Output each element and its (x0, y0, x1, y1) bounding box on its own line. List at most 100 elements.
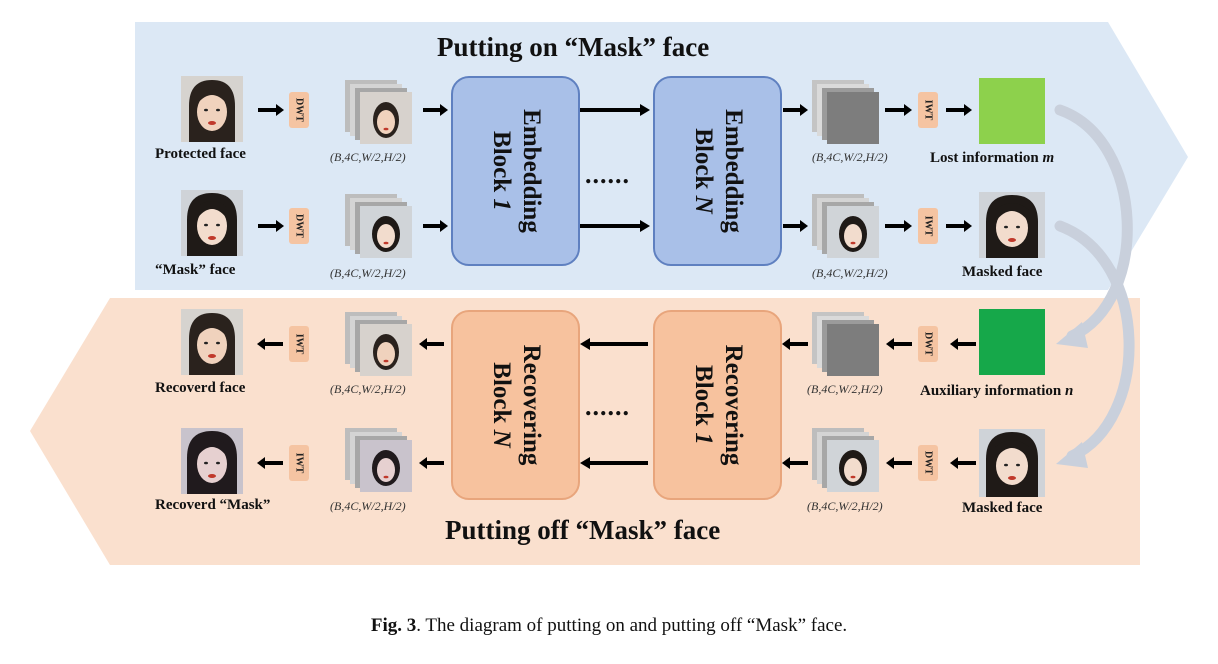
figure-caption: Fig. 3. The diagram of putting on and pu… (0, 615, 1218, 637)
curve-arrow-lost-to-aux (1054, 104, 1133, 342)
recovered-mask-image (181, 428, 243, 494)
embedding-block-1: Embedding Block 1 (451, 76, 580, 266)
arrowhead-bottom-9 (419, 457, 427, 469)
iwt-tag-label: IWT (293, 452, 305, 474)
curve-arrow-masked-to-masked (1054, 220, 1135, 462)
shape-label-top-1: (B,4C,W/2,H/2) (330, 150, 406, 164)
masked-feature-stack-bottom (812, 428, 879, 492)
arrowhead-top-1 (276, 104, 284, 116)
dwt-tag-top-2: DWT (289, 208, 309, 244)
recovered-feature-stack-1 (345, 312, 412, 376)
arrowhead-top-5 (964, 104, 972, 116)
curve-arrowhead-lower (1056, 442, 1088, 468)
lost-information-label: Lost information m (930, 150, 1054, 167)
recovering-block-1-text: Recovering Block 1 (688, 345, 748, 466)
recovering-block-1-line1: Recovering (719, 344, 747, 466)
ellipsis-bottom: ...... (585, 392, 630, 421)
lost-information-text: Lost information (930, 150, 1043, 166)
arrowhead-top-mid-2 (640, 220, 650, 232)
iwt-tag-bottom-1: IWT (289, 326, 309, 362)
shape-label-bottom-4: (B,4C,W/2,H/2) (330, 499, 406, 513)
recovering-block-n: Recovering Block N (451, 310, 580, 500)
masked-face-label-bottom: Masked face (962, 500, 1043, 516)
recovering-block-n-word: Block (487, 362, 515, 430)
auxiliary-information-square (979, 309, 1045, 375)
lost-information-square (979, 78, 1045, 144)
arrowhead-top-10 (964, 220, 972, 232)
dwt-tag-label: DWT (922, 451, 934, 475)
dwt-tag-top-1: DWT (289, 92, 309, 128)
mask-face-label: “Mask” face (155, 262, 236, 278)
dwt-tag-bottom-1: DWT (918, 326, 938, 362)
mask-face-image (181, 190, 243, 256)
embedding-block-n: Embedding Block N (653, 76, 782, 266)
auxiliary-information-symbol: n (1065, 383, 1074, 399)
recovered-mask-label: Recoverd “Mask” (155, 497, 271, 513)
ellipsis-top: ...... (585, 160, 630, 189)
dwt-tag-label: DWT (922, 332, 934, 356)
shape-label-bottom-1: (B,4C,W/2,H/2) (807, 382, 883, 396)
protected-face-label: Protected face (155, 146, 246, 162)
arrowhead-bottom-7 (886, 457, 894, 469)
recovering-block-1-word: Block (689, 365, 717, 433)
shape-label-top-2: (B,4C,W/2,H/2) (330, 266, 406, 280)
arrowhead-bottom-1 (950, 338, 958, 350)
aux-feature-stack (812, 312, 879, 376)
masked-face-label-top: Masked face (962, 264, 1043, 280)
feature-stack-top-1 (345, 80, 412, 144)
recovering-block-n-index: N (487, 429, 515, 448)
arrowhead-bottom-8 (782, 457, 790, 469)
iwt-tag-bottom-2: IWT (289, 445, 309, 481)
arrowhead-top-9 (904, 220, 912, 232)
figure-caption-text: . The diagram of putting on and putting … (416, 615, 848, 636)
shape-label-top-3: (B,4C,W/2,H/2) (812, 150, 888, 164)
arrowhead-top-7 (440, 220, 448, 232)
arrowhead-top-mid-1 (640, 104, 650, 116)
iwt-tag-top-2: IWT (918, 208, 938, 244)
recovering-block-n-line1: Recovering (517, 344, 545, 466)
masked-face-image-top (979, 192, 1045, 258)
arrowhead-top-4 (904, 104, 912, 116)
arrowhead-bottom-2 (886, 338, 894, 350)
iwt-tag-label: IWT (293, 333, 305, 355)
arrowhead-bottom-mid-2 (580, 457, 590, 469)
arrowhead-bottom-10 (257, 457, 265, 469)
auxiliary-information-text: Auxiliary information (920, 383, 1065, 399)
shape-label-bottom-2: (B,4C,W/2,H/2) (807, 499, 883, 513)
arrowhead-bottom-4 (419, 338, 427, 350)
shape-label-bottom-3: (B,4C,W/2,H/2) (330, 382, 406, 396)
iwt-tag-top-1: IWT (918, 92, 938, 128)
auxiliary-information-label: Auxiliary information n (920, 383, 1073, 400)
recovering-block-n-text: Recovering Block N (486, 345, 546, 466)
lost-feature-stack (812, 80, 879, 144)
arrowhead-bottom-5 (257, 338, 265, 350)
arrowhead-top-6 (276, 220, 284, 232)
arrowhead-bottom-mid-1 (580, 338, 590, 350)
recovered-feature-stack-2 (345, 428, 412, 492)
arrowhead-bottom-6 (950, 457, 958, 469)
recovering-block-1-index: 1 (689, 432, 717, 445)
bottom-title: Putting off “Mask” face (445, 515, 721, 545)
curve-arrowhead-upper (1056, 322, 1088, 348)
recovering-block-1-line2: Block 1 (688, 345, 718, 466)
arrowhead-top-3 (800, 104, 808, 116)
figure-label: Fig. 3 (370, 615, 417, 636)
top-title: Putting on “Mask” face (437, 32, 710, 62)
masked-feature-stack-top (812, 194, 879, 258)
dwt-tag-bottom-2: DWT (918, 445, 938, 481)
masked-face-image-bottom (979, 429, 1045, 497)
recovering-block-1: Recovering Block 1 (653, 310, 782, 500)
protected-face-image (181, 76, 243, 142)
recovered-face-image (181, 309, 243, 375)
arrowhead-top-8 (800, 220, 808, 232)
shape-label-top-4: (B,4C,W/2,H/2) (812, 266, 888, 280)
arrowhead-top-2 (440, 104, 448, 116)
feature-stack-top-2 (345, 194, 412, 258)
recovered-face-label: Recoverd face (155, 380, 246, 396)
lost-information-symbol: m (1042, 150, 1055, 166)
recovering-block-n-line2: Block N (486, 345, 516, 466)
arrowhead-bottom-3 (782, 338, 790, 350)
